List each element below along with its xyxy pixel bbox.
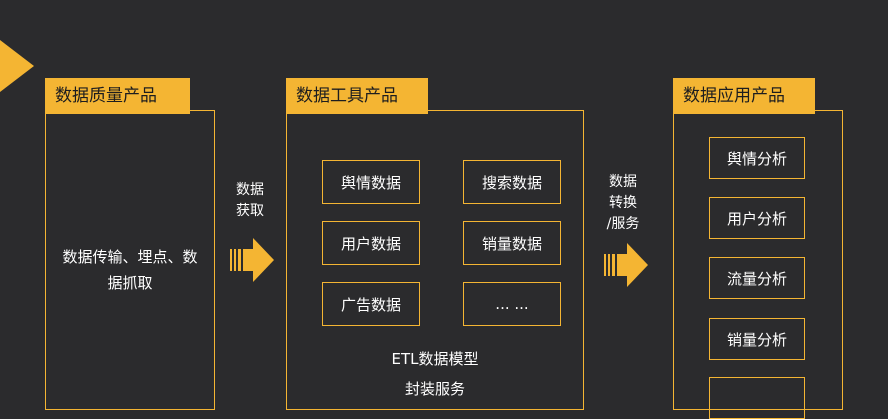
quality-title: 数据质量产品: [45, 78, 190, 114]
tools-cell-search-data: 搜索数据: [463, 160, 561, 204]
quality-description-line2: 据抓取: [107, 274, 153, 292]
apps-cell-sentiment-analysis: 舆情分析: [709, 137, 805, 179]
tools-cell-user-data: 用户数据: [322, 221, 420, 265]
apps-cell-traffic-analysis: 流量分析: [709, 257, 805, 299]
apps-cell-user-analysis: 用户分析: [709, 197, 805, 239]
tools-footer: ETL数据模型 封装服务: [286, 344, 584, 404]
arrow1-label-line2: 获取: [236, 203, 264, 219]
quality-description: 数据传输、埋点、数 据抓取: [45, 244, 215, 296]
quality-description-line1: 数据传输、埋点、数: [62, 248, 198, 266]
tools-cell-ad-data: 广告数据: [322, 282, 420, 326]
arrow2-label-line3: /服务: [606, 216, 640, 232]
apps-cell-partial: [709, 377, 805, 419]
arrow2-label-line2: 转换: [609, 195, 637, 211]
tools-footer-line2: 封装服务: [404, 380, 465, 398]
tools-title: 数据工具产品: [286, 78, 428, 114]
striped-arrow-right-icon: [604, 243, 648, 287]
apps-cell-sales-analysis: 销量分析: [709, 318, 805, 360]
tools-cell-sales-data: 销量数据: [463, 221, 561, 265]
arrow2-label: 数据 转换 /服务: [600, 172, 646, 235]
tools-cell-more: ... ...: [463, 282, 561, 326]
apps-title: 数据应用产品: [673, 78, 815, 114]
tools-footer-line1: ETL数据模型: [391, 350, 479, 368]
arrow2-label-line1: 数据: [609, 174, 637, 190]
chevron-right-icon: [0, 40, 34, 92]
arrow1-label: 数据 获取: [228, 180, 272, 222]
striped-arrow-right-icon: [230, 238, 274, 282]
tools-cell-sentiment-data: 舆情数据: [322, 160, 420, 204]
arrow1-label-line1: 数据: [236, 182, 264, 198]
